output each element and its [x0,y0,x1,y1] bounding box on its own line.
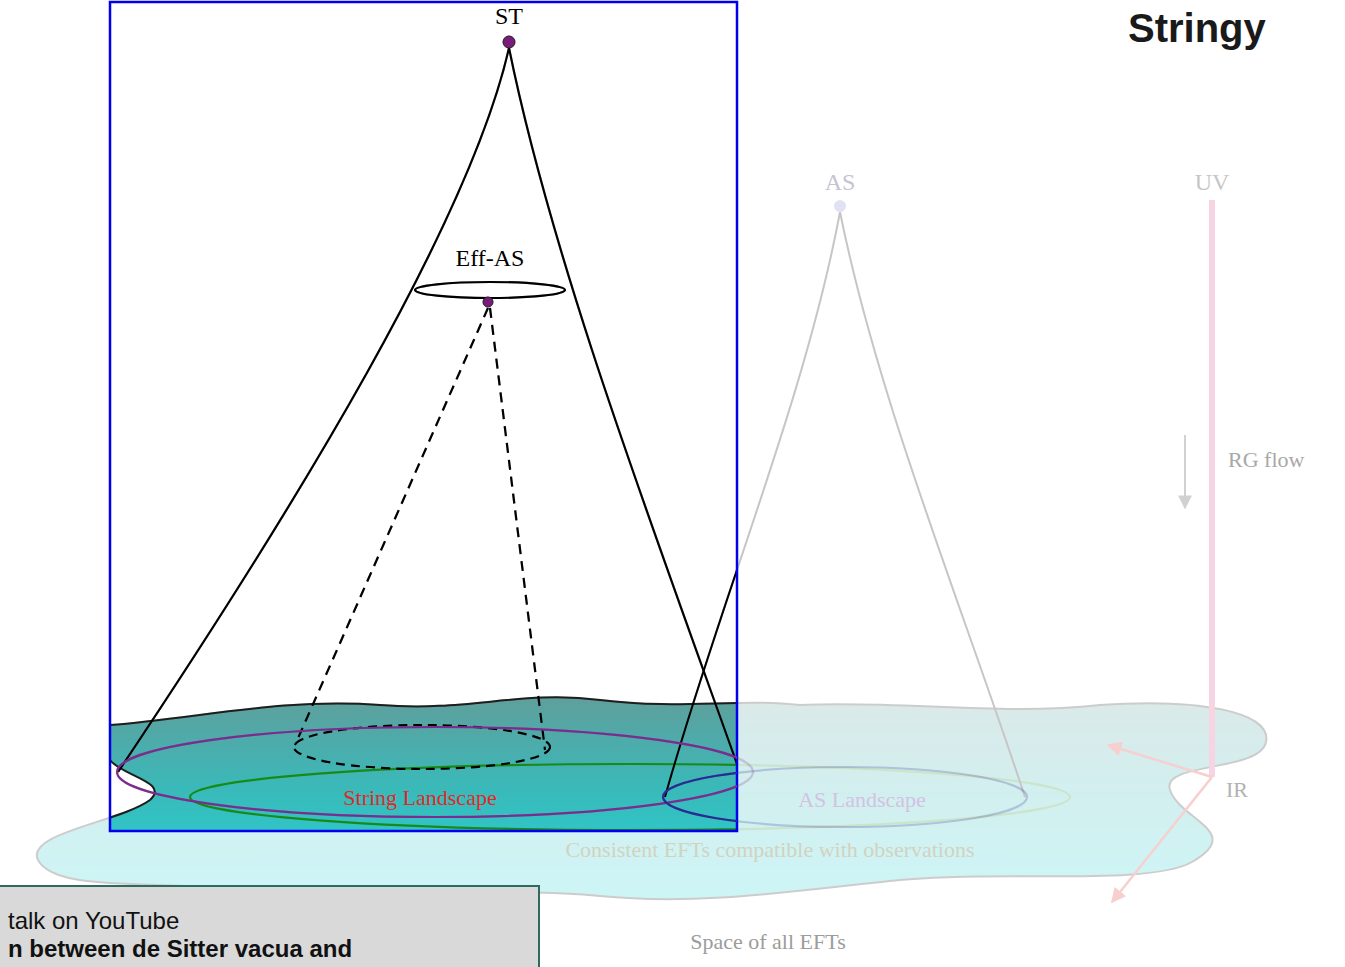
region-label: Consistent EFTs compatible with observat… [565,838,974,862]
region-label: Space of all EFTs [690,930,845,954]
region-label: String Landscape [343,786,496,810]
callout-text: talk on YouTube [8,907,179,935]
scale-label: IR [1226,778,1248,802]
region-label: AS Landscape [798,788,926,812]
callout-text: n between de Sitter vacua and [8,935,352,963]
slide-title: Stringy [1128,6,1266,50]
apex-label: AS [825,169,856,195]
flow-label: RG flow [1228,448,1304,472]
apex-label: ST [495,3,523,29]
landscape-ellipse: String Landscape [114,724,756,820]
callout-box: talk on YouTuben between de Sitter vacua… [0,885,540,967]
scale-label: UV [1195,169,1230,195]
apex-label: Eff-AS [456,245,525,271]
landscape-ellipse: AS Landscape [660,764,1030,830]
